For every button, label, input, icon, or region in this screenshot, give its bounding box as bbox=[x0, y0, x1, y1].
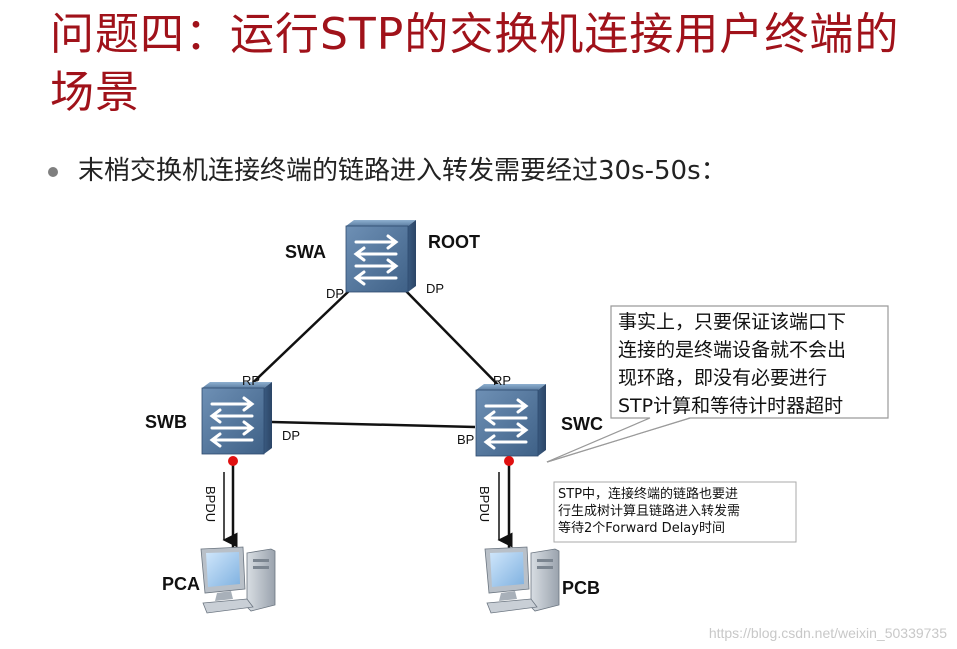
note-box bbox=[553, 481, 797, 543]
swb-port-right: DP bbox=[282, 428, 301, 443]
switch-swb-icon bbox=[200, 382, 274, 456]
swa-port-right: DP bbox=[426, 281, 445, 296]
swa-label: SWA bbox=[285, 242, 327, 262]
swc-port-left: BP bbox=[457, 432, 475, 447]
port-dot-swc bbox=[504, 456, 514, 466]
link-swa-swb bbox=[239, 289, 351, 396]
bullet-text: 末梢交换机连接终端的链路进入转发需要经过30s-50s： bbox=[78, 156, 727, 186]
pc-pca-icon bbox=[200, 546, 276, 614]
swc-label: SWC bbox=[561, 414, 603, 434]
callout-line: 现环路，即没有必要进行 bbox=[618, 367, 828, 389]
page-title: 问题四：运行STP的交换机连接用户终端的场景 bbox=[50, 9, 900, 118]
swb-label: SWB bbox=[145, 412, 187, 432]
swb-port-top: RP bbox=[242, 373, 261, 388]
callout-line: STP计算和等待计时器超时 bbox=[618, 395, 844, 417]
swa-port-left: DP bbox=[326, 286, 345, 301]
pcb-label: PCB bbox=[562, 578, 601, 598]
pc-pcb-icon bbox=[484, 546, 560, 614]
port-dot-swb bbox=[228, 456, 238, 466]
note-line: 等待2个Forward Delay时间 bbox=[558, 521, 725, 536]
link-swb-swc bbox=[271, 420, 476, 429]
watermark: https://blog.csdn.net/weixin_50339735 bbox=[708, 625, 947, 641]
note-text: STP中，连接终端的链路也要进 行生成树计算且链路进入转发需 等待2个Forwa… bbox=[558, 486, 794, 537]
root-label: ROOT bbox=[428, 232, 480, 252]
note-line: STP中，连接终端的链路也要进 bbox=[558, 487, 739, 502]
swc-port-top: RP bbox=[493, 373, 512, 388]
switch-swa-icon bbox=[344, 220, 418, 294]
callout-text: 事实上，只要保证该端口下 连接的是终端设备就不会出 现环路，即没有必要进行 ST… bbox=[618, 308, 886, 420]
link-swa-swc bbox=[404, 289, 506, 393]
bpdu-label-pca: BPDU bbox=[203, 486, 218, 523]
callout-line: 事实上，只要保证该端口下 bbox=[618, 311, 847, 333]
note-line: 行生成树计算且链路进入转发需 bbox=[558, 504, 741, 519]
bpdu-label-pcb: BPDU bbox=[477, 486, 492, 523]
bullet-dot bbox=[48, 166, 58, 177]
bullet-item: 末梢交换机连接终端的链路进入转发需要经过30s-50s： bbox=[48, 150, 727, 187]
callout-line: 连接的是终端设备就不会出 bbox=[618, 339, 847, 361]
pca-label: PCA bbox=[162, 574, 201, 594]
switch-swc-icon bbox=[474, 384, 548, 458]
